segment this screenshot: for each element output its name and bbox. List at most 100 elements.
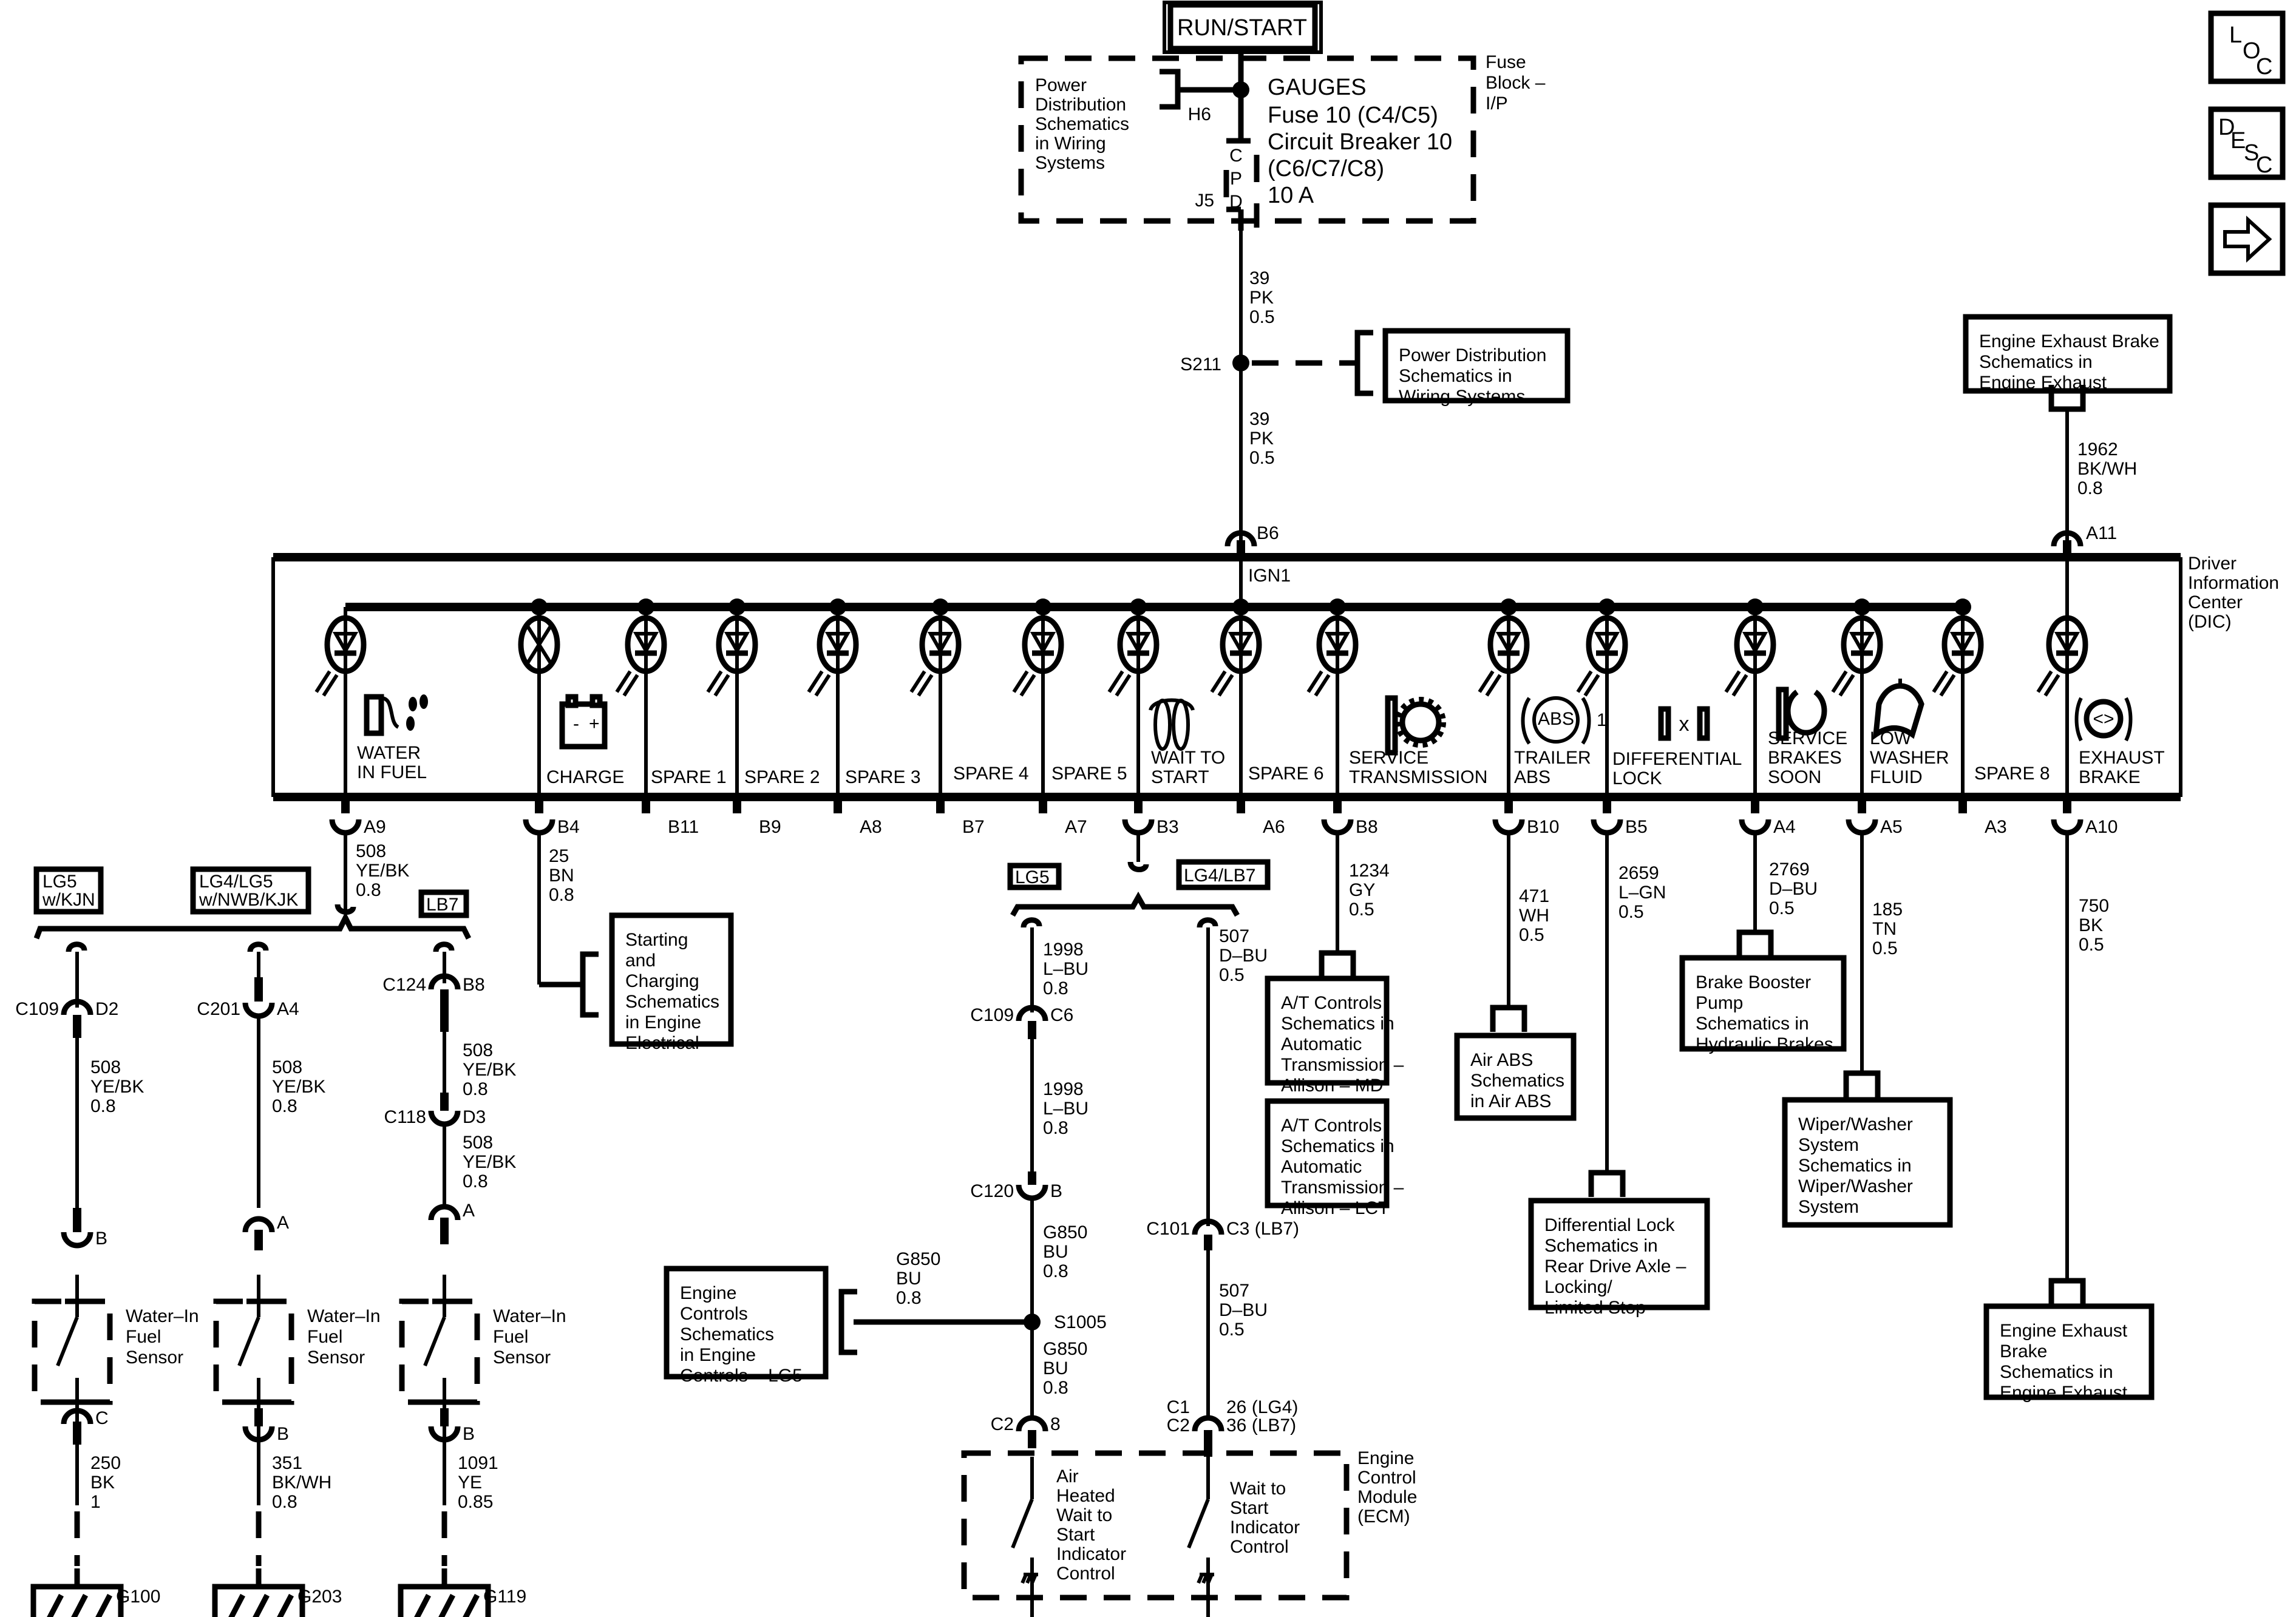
connector-icon xyxy=(1321,819,1354,836)
switch-blade xyxy=(237,1316,260,1367)
wire-label-line: 507 xyxy=(1219,926,1249,946)
loc-button[interactable]: LOC xyxy=(2208,10,2286,84)
sensor-label-line: Sensor xyxy=(307,1348,365,1368)
sensor-label-line: Fuel xyxy=(126,1327,161,1347)
ground-icon xyxy=(1197,1558,1214,1584)
power-distribution-ref-box-frame[interactable] xyxy=(1382,328,1571,404)
lamp-label-spare-6: SPARE 6 xyxy=(1248,764,1324,784)
ground-hatch xyxy=(1025,1573,1033,1584)
loc-letter: C xyxy=(2256,54,2272,80)
ecm-control-label-line: Indicator xyxy=(1230,1517,1300,1537)
terminal xyxy=(589,694,603,708)
connector-label: C109 xyxy=(970,1005,1014,1025)
pin-label: B11 xyxy=(668,817,699,837)
minus: - xyxy=(573,714,579,734)
starting-charging-ref-text-line: in Engine xyxy=(625,1012,701,1032)
wiper-washer-ref-frame[interactable] xyxy=(1782,1097,1953,1228)
wiper-washer-ref-text-line: System xyxy=(1798,1135,1859,1155)
brake-booster-ref-frame[interactable] xyxy=(1679,955,1847,1052)
connector-icon xyxy=(242,1002,275,1019)
power-distribution-ref-line: Power xyxy=(1035,75,1087,95)
at-controls-lct-ref-text-line: A/T Controls xyxy=(1281,1116,1382,1136)
power-distribution-ref-line: Schematics xyxy=(1035,114,1129,134)
air-abs-ref-frame[interactable] xyxy=(1454,1032,1577,1121)
loc-button-frame[interactable] xyxy=(2208,10,2286,84)
ground-hatch xyxy=(47,1593,64,1617)
connector-icon xyxy=(61,998,93,1015)
wire-label-line: BU xyxy=(1043,1358,1068,1378)
pin-label: A5 xyxy=(1880,817,1903,837)
ecm-control-label-line: Heated xyxy=(1056,1486,1115,1506)
differential-lock-ref-frame[interactable] xyxy=(1528,1198,1710,1310)
switch-blade xyxy=(1187,1498,1210,1549)
dic-lamp-spare-3 xyxy=(807,598,859,797)
engine-exhaust-ref-bottom-text-line: Engine Exhaust xyxy=(2000,1321,2128,1341)
led-icon xyxy=(1576,615,1628,697)
desc-letter: E xyxy=(2230,128,2246,154)
starting-charging-ref-frame[interactable] xyxy=(609,912,734,1047)
lamp-label-service-brakes-soon-line: BRAKES xyxy=(1768,748,1842,768)
ground-label: G100 xyxy=(116,1587,160,1607)
wire-label-line: 508 xyxy=(463,1040,493,1060)
wrench-brake-icon xyxy=(1776,686,1827,741)
dic-lamp-water-in-fuel xyxy=(314,607,367,797)
led-body xyxy=(1022,615,1064,674)
lamp-label-charge-line: CHARGE xyxy=(546,767,624,787)
next-page-button[interactable] xyxy=(2208,202,2286,276)
option-text: LG5 xyxy=(1015,867,1050,887)
wire-label-line: 1234 xyxy=(1349,861,1390,881)
desc-button-frame[interactable] xyxy=(2208,106,2286,180)
lamp-label-spare-5: SPARE 5 xyxy=(1051,764,1127,784)
at-controls-lct-ref-frame[interactable] xyxy=(1265,1098,1390,1209)
engine-controls-ref-frame[interactable] xyxy=(664,1266,829,1380)
option-lg5 xyxy=(1007,863,1062,890)
led-body xyxy=(625,615,667,674)
option-text-line: LG4/LG5 xyxy=(199,872,273,892)
wire-label-line: YE/BK xyxy=(272,1077,325,1097)
wire-label-line: YE xyxy=(458,1473,482,1493)
fuse-detail-line: Fuse 10 (C4/C5) xyxy=(1268,103,1438,128)
wire-label-line: BN xyxy=(549,866,574,886)
led-icon xyxy=(314,615,367,697)
abs-arc xyxy=(1521,697,1531,745)
ray xyxy=(314,670,331,693)
ray xyxy=(1478,670,1495,693)
at-controls-md-ref-frame[interactable] xyxy=(1265,975,1390,1086)
pin-label: C3 (LB7) xyxy=(1226,1219,1299,1239)
wire-label-line: 0.8 xyxy=(90,1096,116,1116)
led-triangle xyxy=(1742,632,1768,655)
lamp-label-service-brakes-soon-line: SOON xyxy=(1768,767,1821,787)
brake-booster-ref-text-line: Brake Booster xyxy=(1696,972,1811,992)
switch-blade xyxy=(56,1316,79,1367)
led-icon xyxy=(2036,615,2088,697)
connector-icon xyxy=(329,819,362,836)
engine-exhaust-ref-top-frame[interactable] xyxy=(1963,314,2173,394)
led-triangle xyxy=(1125,632,1152,655)
engine-exhaust-ref-bottom-frame[interactable] xyxy=(1983,1303,2155,1400)
wire-label-line: 0.8 xyxy=(272,1492,297,1512)
ground-hatch xyxy=(228,1593,245,1617)
ecm-control-label-line: Start xyxy=(1056,1525,1095,1545)
